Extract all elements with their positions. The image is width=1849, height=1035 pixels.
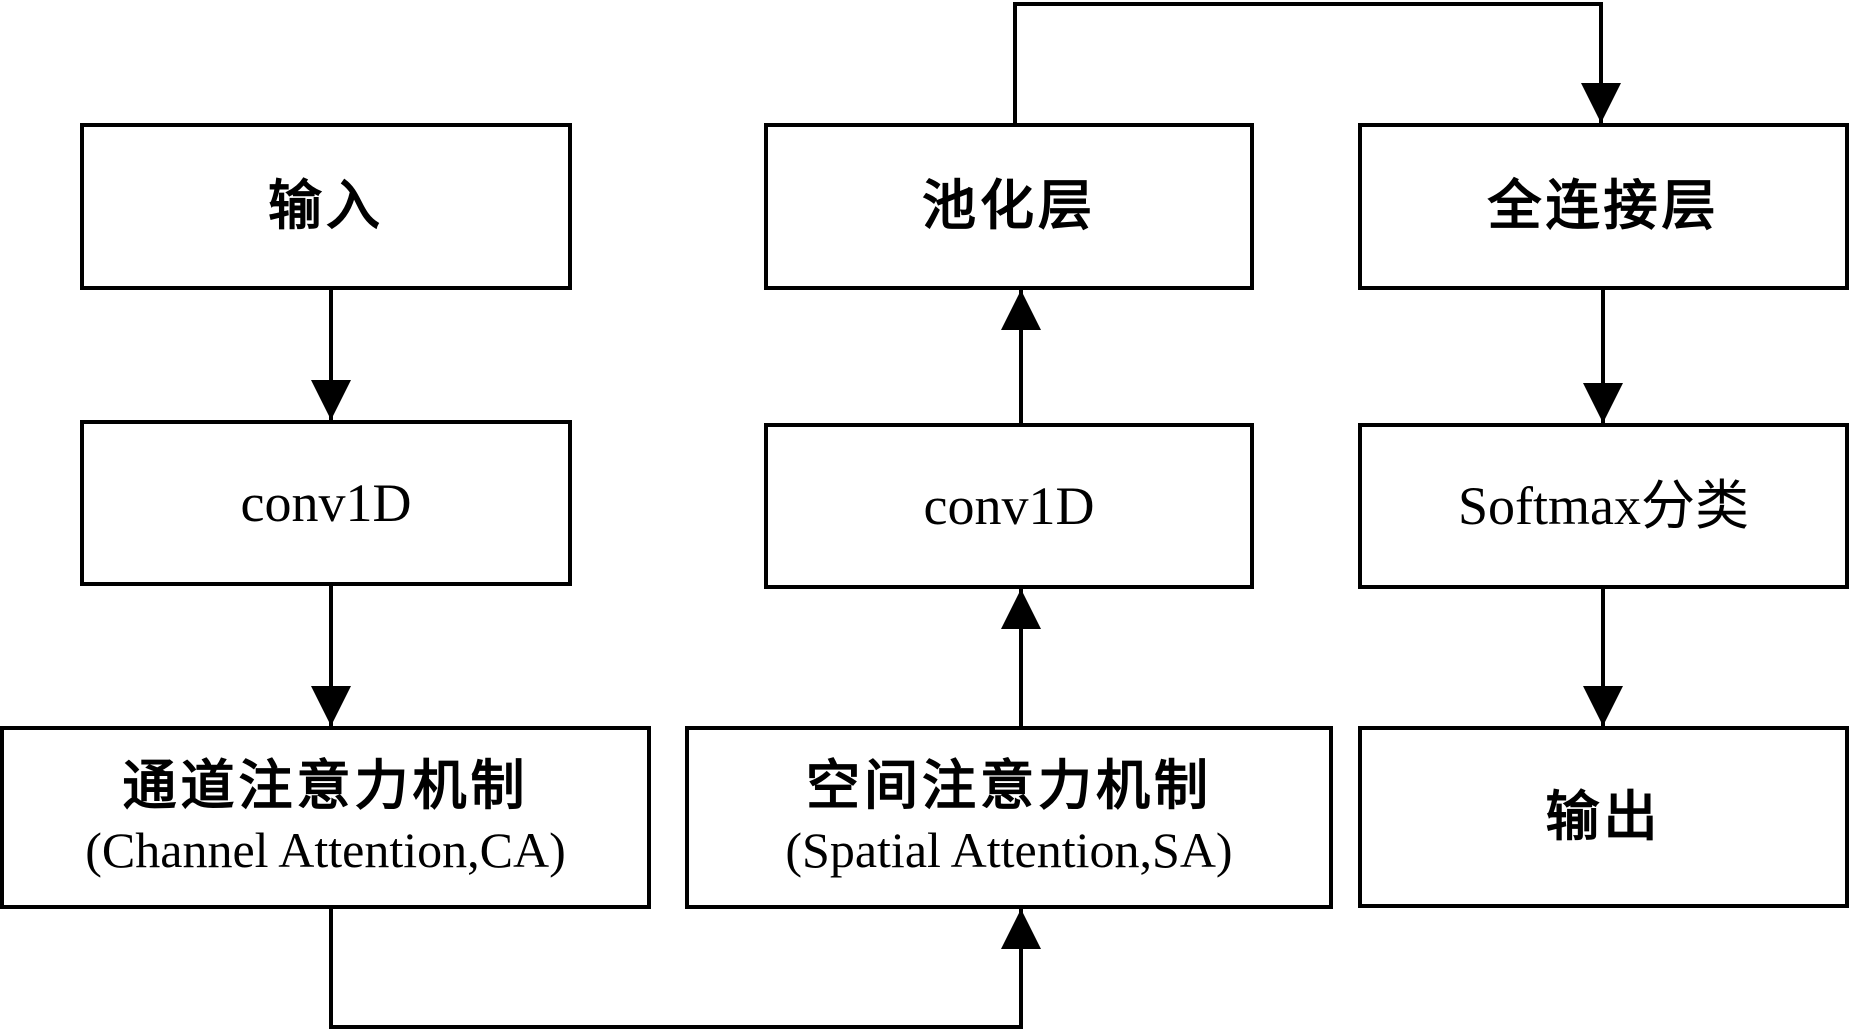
pooling-layer-node: 池化层 xyxy=(764,123,1254,290)
channel-attention-sublabel: (Channel Attention,CA) xyxy=(85,821,566,878)
output-node-label: 输出 xyxy=(1545,784,1662,848)
conv1d-node-first: conv1D xyxy=(80,420,572,586)
fully-connected-layer-label: 全连接层 xyxy=(1487,174,1720,238)
spatial-attention-node: 空间注意力机制 (Spatial Attention,SA) xyxy=(685,726,1333,909)
conv1d-node-first-label: conv1D xyxy=(240,472,412,533)
conv1d-node-second: conv1D xyxy=(764,423,1254,589)
channel-attention-label: 通道注意力机制 xyxy=(122,753,529,817)
channel-attention-node: 通道注意力机制 (Channel Attention,CA) xyxy=(0,726,651,909)
input-node-label: 输入 xyxy=(268,174,384,238)
arrow-pool-to-fc xyxy=(1013,2,1621,123)
softmax-classification-label: Softmax分类 xyxy=(1458,475,1749,536)
spatial-attention-sublabel: (Spatial Attention,SA) xyxy=(785,821,1233,878)
pooling-layer-label: 池化层 xyxy=(922,174,1096,238)
fully-connected-layer-node: 全连接层 xyxy=(1358,123,1849,290)
output-node: 输出 xyxy=(1358,726,1849,908)
conv1d-node-second-label: conv1D xyxy=(923,475,1095,536)
softmax-classification-node: Softmax分类 xyxy=(1358,423,1849,589)
arrow-ca-to-sa xyxy=(329,909,1041,1029)
input-node: 输入 xyxy=(80,123,572,290)
spatial-attention-label: 空间注意力机制 xyxy=(806,753,1212,817)
